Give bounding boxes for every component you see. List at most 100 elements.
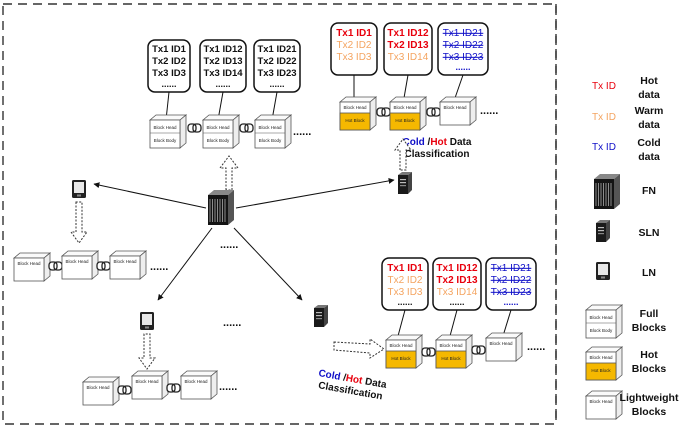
fn-ellipsis: ......: [220, 239, 238, 251]
svg-text:Block Head: Block Head: [443, 105, 467, 110]
chain-link-icon: [96, 261, 111, 271]
svg-text:Tx1 ID12: Tx1 ID12: [436, 263, 478, 274]
svg-text:Block Head: Block Head: [17, 261, 41, 266]
svg-text:LN: LN: [642, 267, 656, 279]
svg-text:data: data: [638, 89, 660, 101]
svg-text:Tx1 ID12: Tx1 ID12: [387, 28, 429, 39]
tx-box-full-1: Tx1 ID1 Tx2 ID2 Tx3 ID3 ......: [147, 39, 191, 93]
svg-text:Warm: Warm: [635, 105, 664, 117]
sln-server-icon: [314, 305, 328, 327]
tx-line: Tx3 ID23: [257, 68, 296, 79]
svg-text:Hot Block: Hot Block: [395, 118, 415, 123]
tx-line: Tx3 ID14: [203, 68, 243, 79]
tx-box-cold-lower-3: Tx1 ID21 Tx2 ID22 Tx3 ID23 ......: [485, 257, 537, 311]
svg-text:Block Body: Block Body: [590, 328, 613, 333]
tx-box-full-3: Tx1 ID21 Tx2 ID22 Tx3 ID23 ......: [253, 39, 301, 93]
hot-block-lower-2: Block Head Hot Block: [435, 334, 473, 369]
tx-ellipsis: ......: [215, 79, 230, 89]
light-block-upper-3: Block Head: [439, 96, 477, 126]
svg-text:Tx1 ID21: Tx1 ID21: [491, 263, 532, 274]
svg-text:Block Head: Block Head: [489, 341, 513, 346]
chain-link-icon: [239, 123, 254, 133]
tx-box-full-2: Tx1 ID12 Tx2 ID13 Tx3 ID14 ......: [199, 39, 247, 93]
tx-line: Tx2 ID13: [203, 56, 242, 67]
chain-link-icon: [421, 347, 436, 357]
chain-ellipsis: ......: [219, 381, 237, 393]
dashed-arrow-up: [394, 138, 412, 171]
svg-text:Block Head: Block Head: [589, 355, 613, 360]
svg-text:Block Head: Block Head: [589, 399, 613, 404]
svg-text:......: ......: [503, 297, 518, 307]
full-block-icon: [585, 304, 623, 339]
sln-server-icon: [398, 172, 412, 194]
hot-block-upper-1: Block Head Hot Block: [339, 96, 377, 131]
svg-text:Block Head: Block Head: [258, 125, 282, 130]
chain-link-icon: [166, 383, 181, 393]
light-block-icon: [585, 390, 623, 420]
classification-label-upper: Cold /Hot Data Classification: [403, 137, 472, 160]
svg-text:data: data: [638, 151, 660, 163]
svg-text:Tx2 ID2: Tx2 ID2: [336, 40, 371, 51]
chain-link-icon: [376, 107, 391, 117]
svg-text:Blocks: Blocks: [632, 406, 667, 418]
classification-label-lower: Cold /Hot Data Classification: [317, 368, 388, 402]
legend-full-blocks: Block Head Block Body: [585, 304, 623, 339]
chain-ellipsis: ......: [293, 126, 311, 138]
tx-box-hot-upper-1: Tx1 ID1 Tx2 ID2 Tx3 ID3: [330, 22, 378, 76]
tx-box-hot-lower-2: Tx1 ID12 Tx2 ID13 Tx3 ID14 ......: [432, 257, 482, 311]
svg-text:Tx3 ID3: Tx3 ID3: [336, 52, 371, 63]
svg-text:Block Body: Block Body: [207, 138, 230, 143]
ln-device-icon: [140, 312, 154, 330]
svg-text:......: ......: [455, 62, 470, 72]
svg-text:Block Head: Block Head: [113, 259, 137, 264]
svg-text:Tx3 ID14: Tx3 ID14: [388, 52, 429, 63]
legend-warm-data: Tx ID Warm data: [592, 105, 663, 131]
svg-text:Blocks: Blocks: [632, 363, 667, 375]
svg-text:Hot Block: Hot Block: [591, 368, 611, 373]
svg-text:Hot Block: Hot Block: [345, 118, 365, 123]
chain-ellipsis: ......: [480, 105, 498, 117]
svg-text:Block Head: Block Head: [439, 343, 463, 348]
svg-text:Hot Block: Hot Block: [391, 356, 411, 361]
tx-ellipsis: ......: [161, 79, 176, 89]
tx-line: Tx1 ID21: [257, 44, 297, 55]
full-block-2: Block Head Block Body: [202, 114, 240, 149]
tx-line: Tx2 ID2: [152, 56, 186, 67]
svg-text:Full: Full: [640, 308, 659, 320]
svg-text:Block Head: Block Head: [153, 125, 177, 130]
svg-text:Block Head: Block Head: [86, 385, 110, 390]
chain-link-icon: [48, 261, 63, 271]
chain-link-icon: [187, 123, 202, 133]
full-block-3: Block Head Block Body: [254, 114, 292, 149]
svg-text:Tx3 ID23: Tx3 ID23: [491, 287, 532, 298]
fn-server-icon: [593, 173, 621, 210]
legend-sln: SLN: [596, 220, 660, 242]
full-block-1: Block Head Block Body: [149, 114, 187, 149]
dashed-arrow-down: [138, 333, 156, 370]
svg-text:Block Head: Block Head: [393, 105, 417, 110]
legend-fn: FN: [593, 173, 656, 210]
light-block-left-1: Block Head: [13, 252, 51, 282]
tx-line: Tx3 ID3: [152, 68, 186, 79]
tx-line: Tx1 ID12: [203, 44, 242, 55]
light-block-left-3: Block Head: [109, 250, 147, 280]
light-block-left-2: Block Head: [61, 250, 99, 280]
tx-box-cold-upper-3: Tx1 ID21 Tx2 ID22 Tx3 ID23 ......: [437, 22, 489, 76]
light-block-lower-3: Block Head: [485, 332, 523, 362]
fn-server-icon: [207, 189, 235, 226]
svg-text:Tx2 ID13: Tx2 ID13: [436, 275, 478, 286]
svg-text:Block Head: Block Head: [65, 259, 89, 264]
svg-text:Cold /Hot Data: Cold /Hot Data: [318, 368, 388, 391]
chain-link-icon: [471, 345, 486, 355]
chain-link-icon: [426, 107, 441, 117]
svg-text:data: data: [638, 119, 660, 131]
svg-text:SLN: SLN: [639, 227, 660, 239]
legend-cold-data: Tx ID Cold data: [592, 137, 661, 163]
sln-server-icon: [596, 220, 610, 242]
svg-text:Blocks: Blocks: [632, 322, 667, 334]
svg-text:Block Head: Block Head: [389, 343, 413, 348]
svg-text:Block Head: Block Head: [589, 315, 613, 320]
svg-text:Cold: Cold: [637, 137, 660, 149]
tx-line: Tx1 ID1: [152, 44, 187, 55]
dashed-arrow-down: [70, 201, 88, 244]
